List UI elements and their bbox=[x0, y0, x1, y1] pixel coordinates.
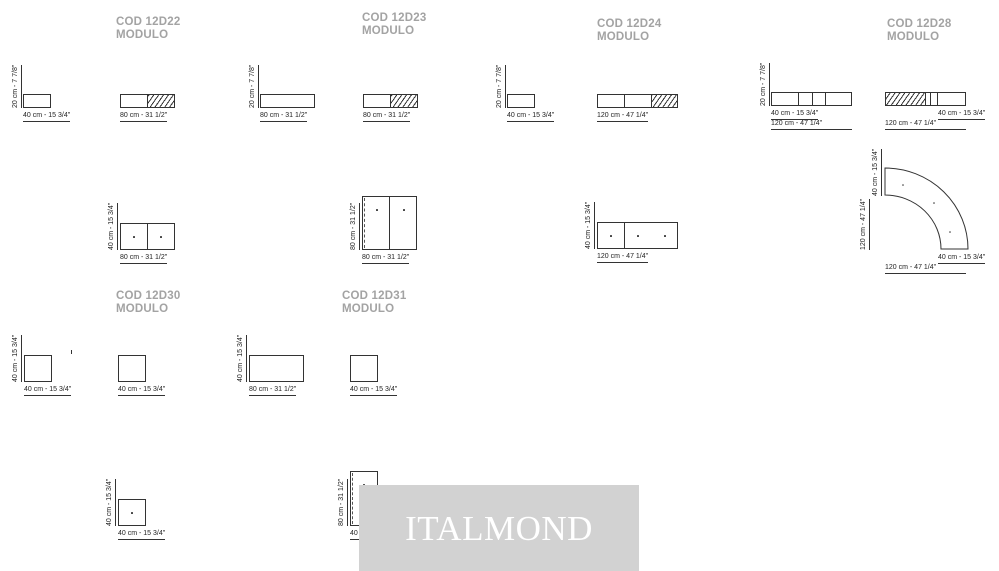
cushion-dot bbox=[403, 209, 405, 211]
width-dimension: 120 cm - 47 1/4" bbox=[885, 264, 966, 274]
module-divider bbox=[930, 92, 931, 106]
depth-dimension: 40 cm - 15 3/4" bbox=[23, 112, 71, 122]
cushion-dot bbox=[160, 236, 162, 238]
height-dimension: 20 cm - 7 7/8" bbox=[760, 62, 770, 106]
depth-dimension: 40 cm - 15 3/4" bbox=[938, 254, 986, 264]
cushion-dot bbox=[363, 484, 365, 486]
module-title-12d24: COD 12D24 MODULO bbox=[597, 18, 661, 44]
width-dimension: 40 cm - 15 3/4" bbox=[118, 386, 166, 396]
width-dimension: 40 cm - 15 3/4" bbox=[118, 530, 166, 540]
width-dimension: 120 cm - 47 1/4" bbox=[771, 120, 852, 130]
watermark-text: ITALMOND bbox=[405, 509, 593, 548]
backrest-hatch bbox=[390, 94, 418, 108]
backrest-hatch bbox=[651, 94, 678, 108]
depth-dimension: 40 cm - 15 3/4" bbox=[872, 148, 882, 196]
cushion-dot bbox=[664, 235, 666, 237]
depth-dimension: 40 cm - 15 3/4" bbox=[108, 202, 118, 250]
side-elevation-12d31 bbox=[249, 355, 304, 382]
module-divider bbox=[798, 92, 799, 106]
depth-dimension: 40 cm - 15 3/4" bbox=[24, 386, 72, 396]
module-divider bbox=[937, 92, 938, 106]
depth-dimension: 80 cm - 31 1/2" bbox=[350, 202, 360, 250]
cushion-dot bbox=[637, 235, 639, 237]
module-divider bbox=[147, 223, 148, 250]
width-dimension: 40 cm - 15 3/4" bbox=[350, 386, 398, 396]
module-divider bbox=[624, 94, 625, 108]
radius-dimension: 120 cm - 47 1/4" bbox=[860, 198, 870, 250]
dashed-edge bbox=[364, 198, 365, 248]
module-divider bbox=[389, 196, 390, 250]
height-dimension: 20 cm - 7 7/8" bbox=[12, 64, 22, 108]
height-dimension: 40 cm - 15 3/4" bbox=[12, 334, 22, 382]
width-dimension: 80 cm - 31 1/2" bbox=[249, 386, 297, 396]
front-elevation-12d31 bbox=[350, 355, 378, 382]
side-elevation-12d24 bbox=[507, 94, 535, 108]
module-code: COD 12D23 bbox=[362, 12, 427, 24]
depth-dimension: 40 cm - 15 3/4" bbox=[585, 201, 595, 249]
side-elevation-12d28 bbox=[771, 92, 852, 106]
depth-dimension: 40 cm - 15 3/4" bbox=[106, 478, 116, 526]
module-code: COD 12D24 bbox=[597, 18, 662, 30]
module-title-12d28: COD 12D28 MODULO bbox=[887, 18, 951, 44]
side-elevation-12d30 bbox=[24, 355, 52, 382]
module-label: MODULO bbox=[887, 31, 940, 43]
module-label: MODULO bbox=[597, 31, 650, 43]
curved-plan-view-12d28 bbox=[884, 167, 969, 250]
module-code: COD 12D30 bbox=[116, 290, 181, 302]
backrest-hatch bbox=[885, 92, 926, 106]
module-label: MODULO bbox=[116, 29, 169, 41]
height-dimension: 20 cm - 7 7/8" bbox=[496, 64, 506, 108]
cushion-dot bbox=[376, 209, 378, 211]
module-divider bbox=[825, 92, 826, 106]
module-divider bbox=[624, 222, 625, 249]
depth-dimension: 40 cm - 15 3/4" bbox=[507, 112, 555, 122]
module-title-12d31: COD 12D31 MODULO bbox=[342, 290, 406, 316]
cushion-dot bbox=[133, 236, 135, 238]
cushion-dot bbox=[131, 512, 133, 514]
height-dimension: 20 cm - 7 7/8" bbox=[249, 64, 259, 108]
front-elevation-12d30 bbox=[118, 355, 146, 382]
depth-dimension: 40 cm - 15 3/4" bbox=[938, 110, 986, 120]
module-code: COD 12D31 bbox=[342, 290, 407, 302]
width-dimension: 120 cm - 47 1/4" bbox=[597, 112, 649, 122]
watermark-overlay: ITALMOND bbox=[359, 485, 639, 571]
module-title-12d23: COD 12D23 MODULO bbox=[362, 12, 426, 38]
width-dimension: 120 cm - 47 1/4" bbox=[885, 120, 966, 130]
module-title-12d30: COD 12D30 MODULO bbox=[116, 290, 180, 316]
tick-mark bbox=[71, 350, 72, 354]
side-elevation-12d22 bbox=[23, 94, 51, 108]
width-dimension: 80 cm - 31 1/2" bbox=[120, 112, 168, 122]
module-title-12d22: COD 12D22 MODULO bbox=[116, 16, 180, 42]
dashed-edge bbox=[352, 473, 353, 524]
depth-dimension: 40 cm - 15 3/4" bbox=[771, 110, 819, 120]
depth-dimension: 80 cm - 31 1/2" bbox=[338, 478, 348, 526]
width-dimension: 80 cm - 31 1/2" bbox=[362, 254, 410, 264]
cushion-dot bbox=[610, 235, 612, 237]
module-code: COD 12D28 bbox=[887, 18, 952, 30]
width-dimension: 80 cm - 31 1/2" bbox=[363, 112, 411, 122]
module-label: MODULO bbox=[362, 25, 415, 37]
module-label: MODULO bbox=[116, 303, 169, 315]
module-divider bbox=[812, 92, 813, 106]
backrest-hatch bbox=[147, 94, 175, 108]
module-label: MODULO bbox=[342, 303, 395, 315]
width-dimension: 120 cm - 47 1/4" bbox=[597, 253, 649, 263]
width-dimension: 80 cm - 31 1/2" bbox=[260, 112, 308, 122]
side-elevation-12d23 bbox=[260, 94, 315, 108]
width-dimension: 80 cm - 31 1/2" bbox=[120, 254, 168, 264]
height-dimension: 40 cm - 15 3/4" bbox=[237, 334, 247, 382]
module-code: COD 12D22 bbox=[116, 16, 181, 28]
